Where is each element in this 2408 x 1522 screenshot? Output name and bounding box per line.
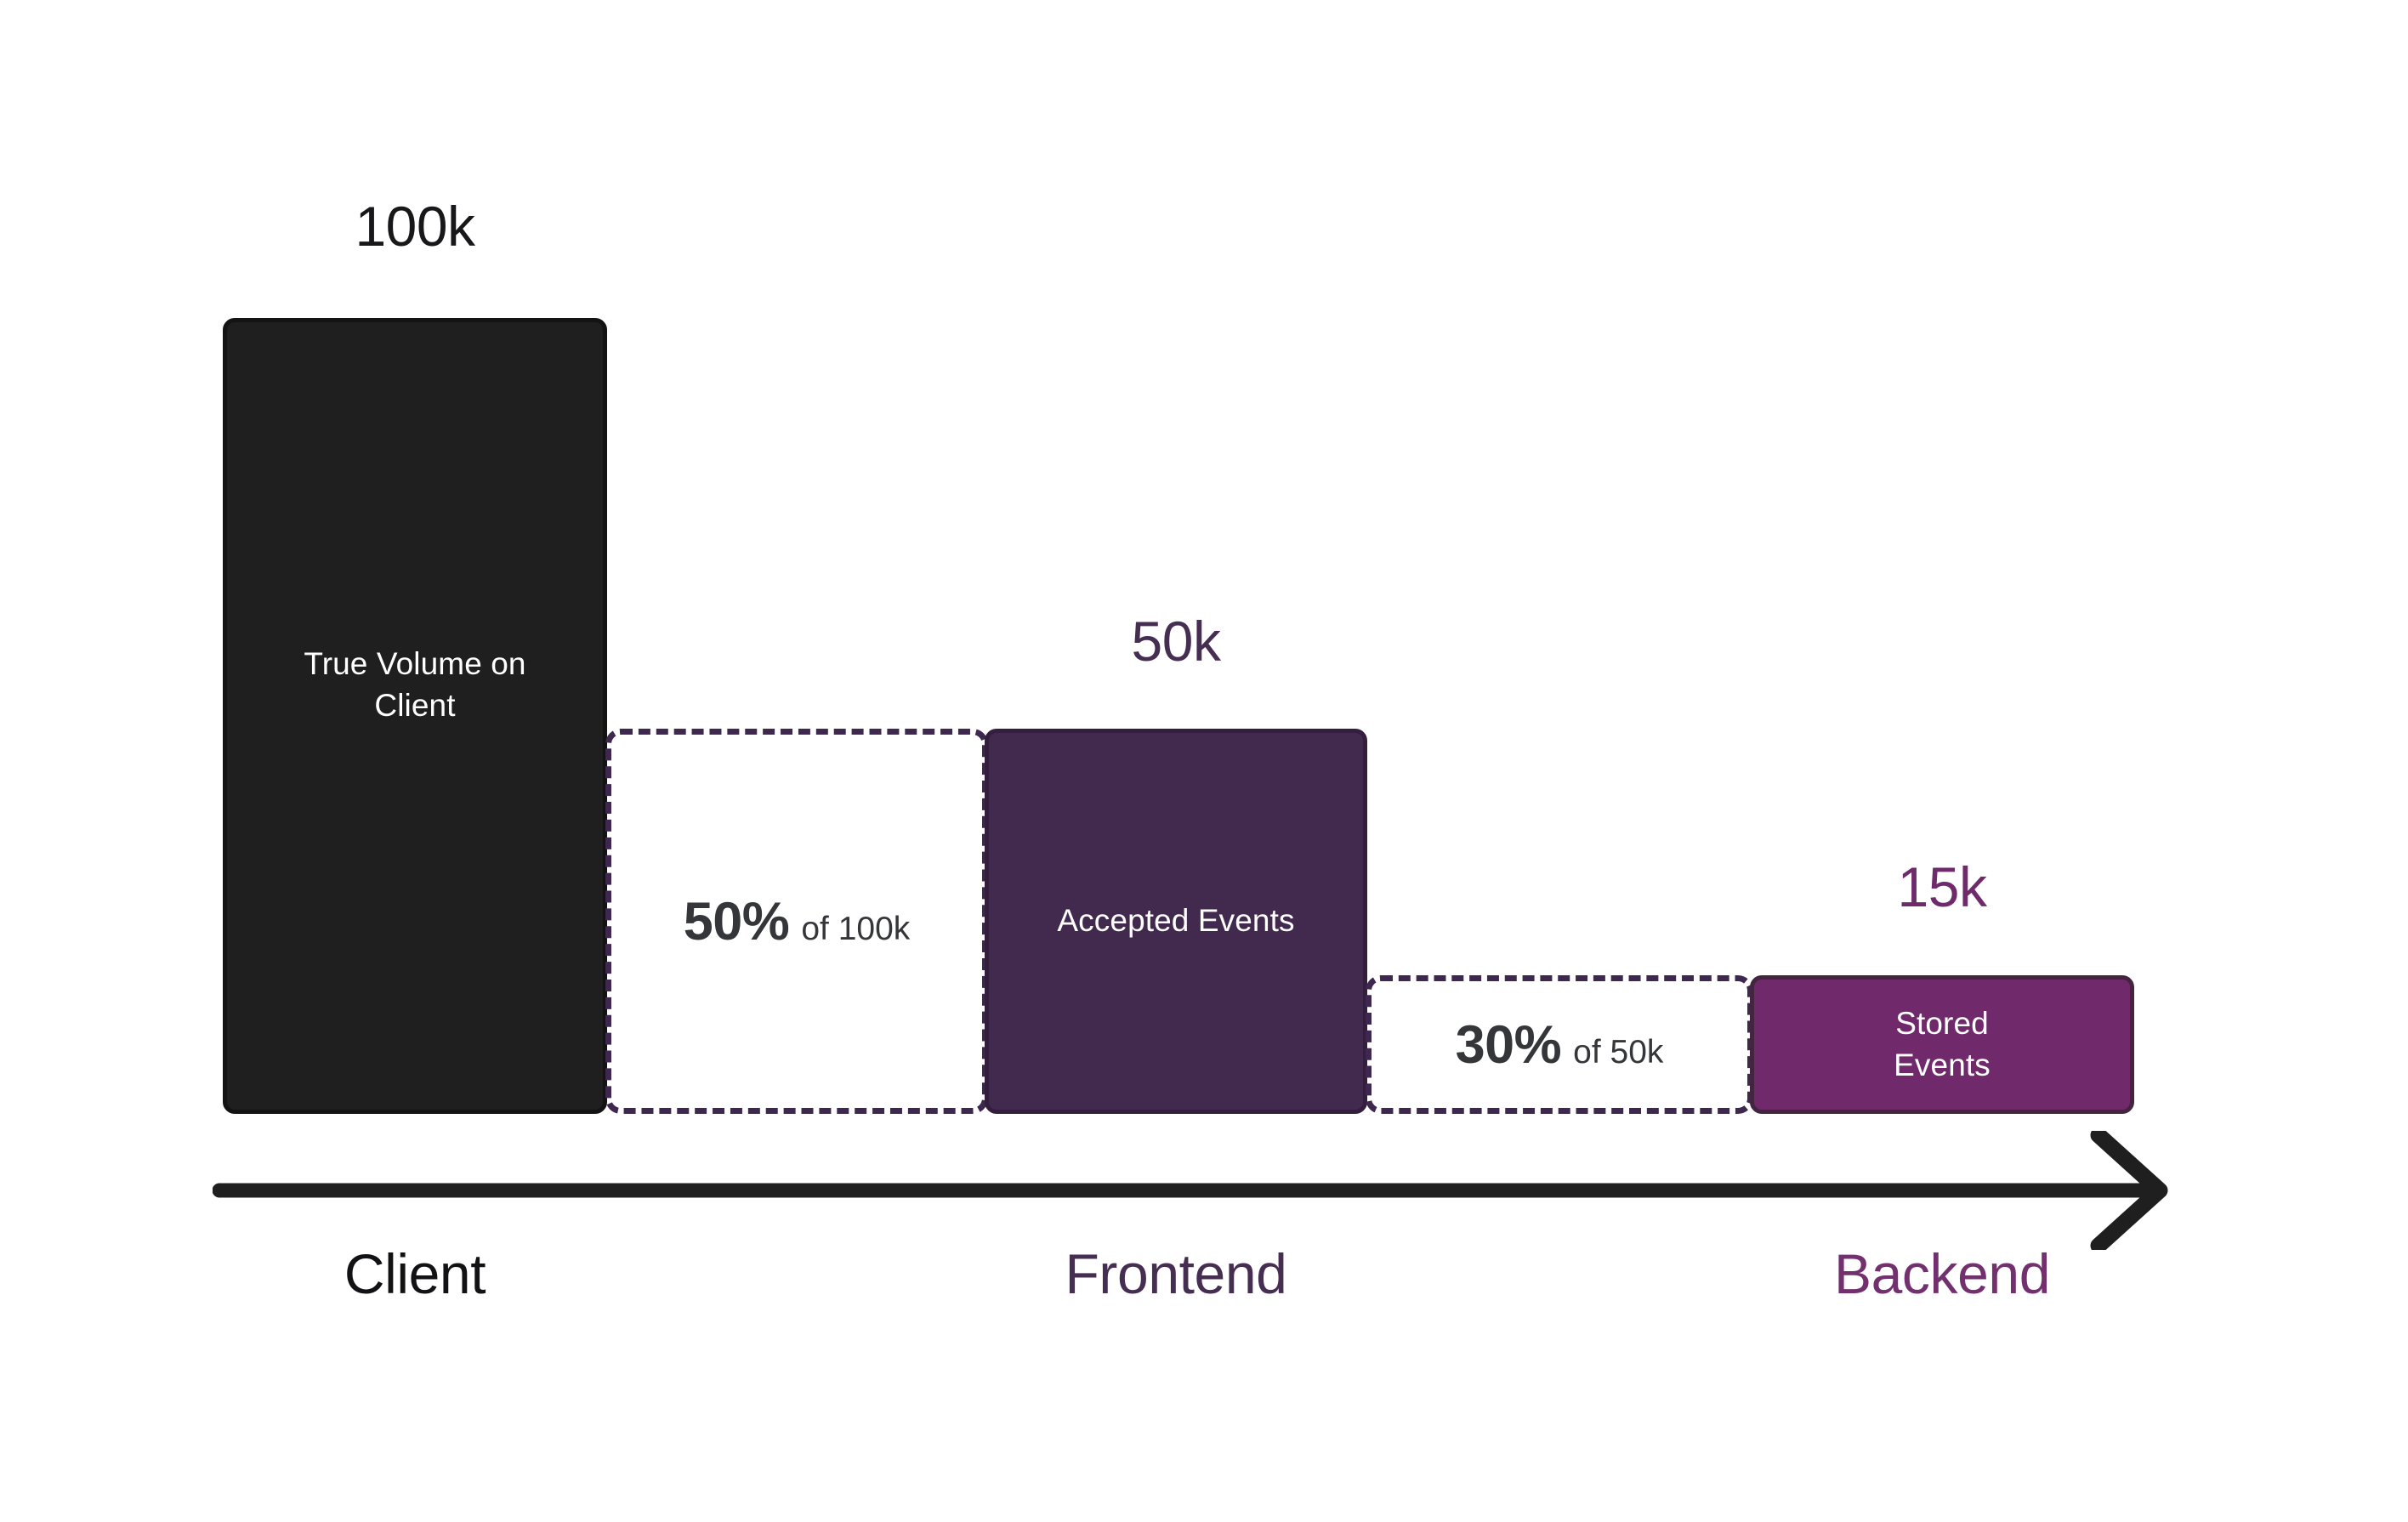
dropoff-of-1: of 100k bbox=[801, 910, 911, 947]
dropoff-box-client-to-frontend: 50% of 100k bbox=[605, 729, 988, 1114]
bar-backend: Stored Events bbox=[1750, 975, 2134, 1114]
arrow-right-icon bbox=[213, 1131, 2168, 1250]
bar-frontend: Accepted Events bbox=[985, 729, 1367, 1114]
dropoff-percent-1: 50% bbox=[683, 891, 790, 951]
bar-client-label-line2: Client bbox=[374, 687, 456, 723]
dropoff-text-1: 50% of 100k bbox=[684, 891, 911, 952]
bar-client-label: True Volume on Client bbox=[292, 644, 537, 727]
dropoff-box-frontend-to-backend: 30% of 50k bbox=[1366, 975, 1753, 1114]
dropoff-of-2: of 50k bbox=[1573, 1033, 1664, 1071]
stage-label-client: Client bbox=[344, 1242, 486, 1305]
value-label-client: 100k bbox=[355, 195, 475, 258]
stage-label-frontend: Frontend bbox=[1065, 1242, 1287, 1305]
value-label-backend: 15k bbox=[1897, 855, 1987, 918]
bar-backend-label: Stored Events bbox=[1882, 1003, 2002, 1087]
axis-arrow bbox=[213, 1131, 2211, 1250]
bar-frontend-label: Accepted Events bbox=[1057, 903, 1295, 939]
bar-backend-label-line2: Events bbox=[1894, 1047, 1991, 1082]
bar-backend-label-line1: Stored bbox=[1895, 1005, 1989, 1041]
bar-client: True Volume on Client bbox=[223, 318, 607, 1114]
stage-label-backend: Backend bbox=[1833, 1242, 2051, 1305]
bar-client-label-line1: True Volume on bbox=[304, 646, 526, 681]
value-label-frontend: 50k bbox=[1131, 610, 1221, 673]
dropoff-percent-2: 30% bbox=[1455, 1014, 1562, 1075]
dropoff-text-2: 30% of 50k bbox=[1456, 1014, 1664, 1076]
